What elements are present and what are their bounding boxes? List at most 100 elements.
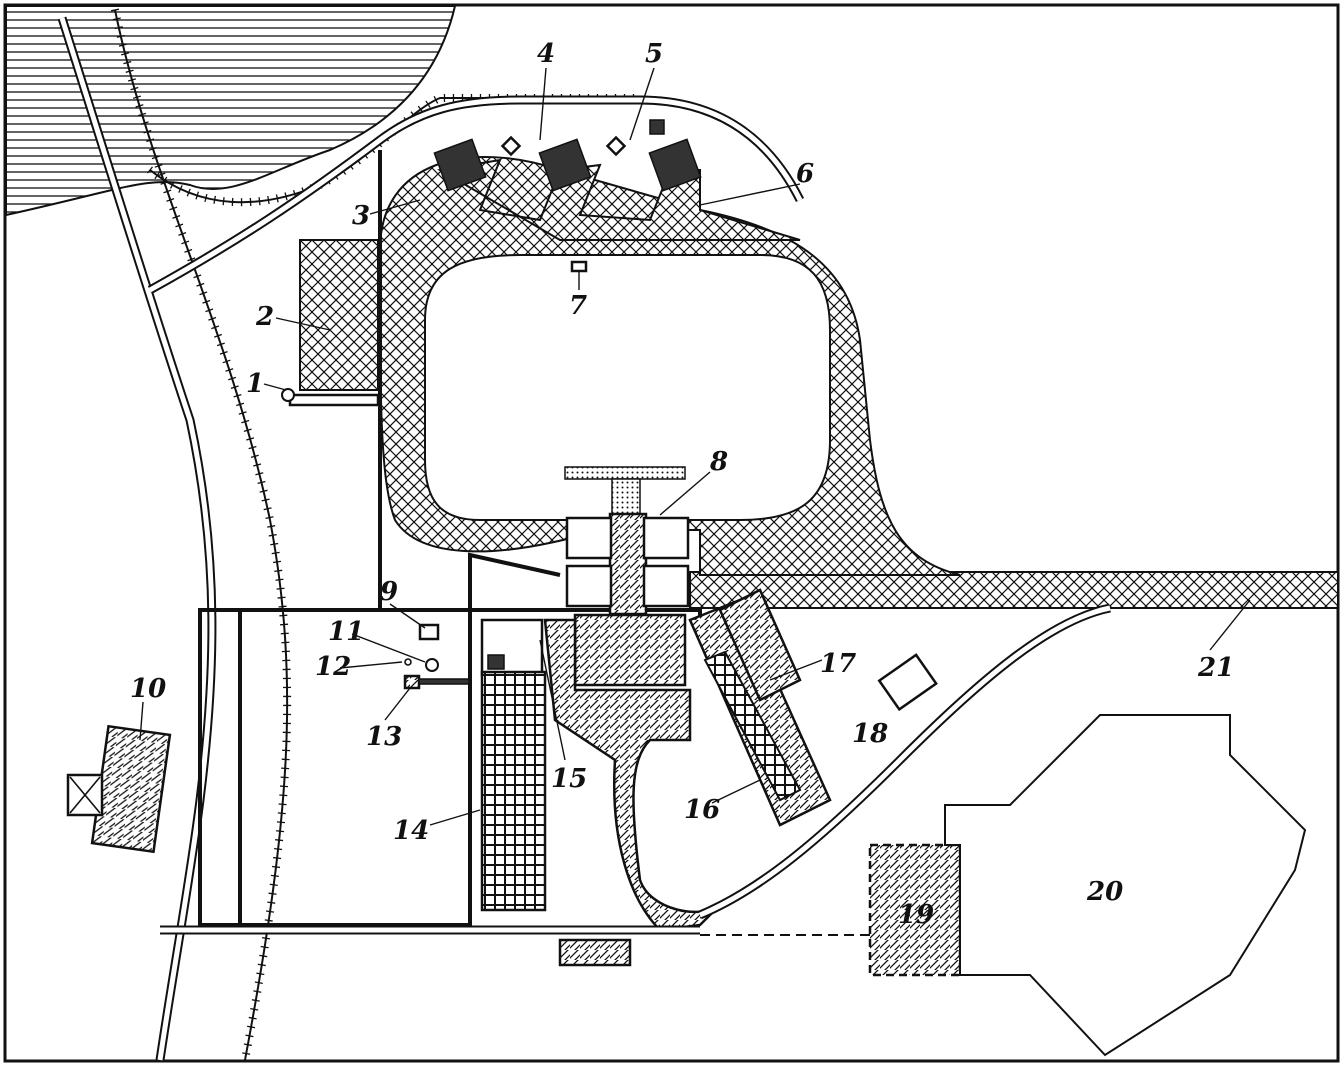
railway-tick (255, 472, 264, 476)
railway-tick (125, 69, 134, 73)
railway-tick (257, 963, 266, 967)
railway-tick (275, 194, 279, 203)
railway-tick (114, 26, 123, 30)
callout-16: 16 (684, 795, 720, 825)
railway-tick (181, 240, 190, 245)
marker-7 (570, 260, 588, 273)
railway-tick (146, 138, 155, 143)
marker-1 (281, 388, 295, 402)
railway-tick (157, 172, 166, 177)
railway-tick (175, 223, 184, 228)
railway-tick (163, 189, 172, 194)
railway-tick (273, 856, 282, 860)
railway-tick (274, 569, 283, 573)
terminal-gate-b (642, 516, 690, 560)
warehouse-14 (480, 670, 547, 912)
railway-tick (205, 308, 214, 313)
callout-17: 17 (820, 649, 856, 679)
railway-tick (263, 507, 272, 511)
railway-tick (211, 325, 220, 330)
railway-tick (123, 60, 132, 65)
railway-tick (228, 376, 237, 381)
callout-3: 3 (352, 201, 370, 231)
hangar-17 (718, 588, 802, 702)
railway-tick (248, 445, 257, 450)
railway-tick (256, 972, 265, 976)
railway-tick (242, 1052, 251, 1055)
terminal-forecourt (543, 618, 721, 932)
callout-13: 13 (366, 722, 402, 752)
railway-tick (250, 1007, 259, 1011)
callout-19: 19 (898, 900, 934, 930)
railway-tick (147, 166, 153, 174)
railway-tick (270, 542, 279, 546)
callout-20: 20 (1086, 877, 1123, 907)
terminal-gate-d (642, 564, 690, 608)
water-body (5, 5, 457, 217)
railway-tick (186, 188, 191, 197)
railway-tick (208, 316, 217, 321)
railway-tick (241, 419, 250, 424)
building-10-annex-x (69, 776, 101, 814)
railway-tick (154, 164, 163, 168)
railway-tick (195, 191, 200, 200)
railway-tick (202, 299, 211, 304)
terminal-gate-a (565, 516, 613, 560)
railway-tick (121, 52, 130, 56)
railway-tick (267, 525, 276, 528)
taxiway-loop (378, 156, 961, 576)
callout-5: 5 (645, 39, 663, 69)
railway-main (114, 9, 289, 1061)
railway-tick (267, 195, 270, 205)
railway-tick (245, 1034, 254, 1038)
railway-tick (279, 614, 288, 617)
railway-tick (284, 192, 288, 201)
railway-tick (264, 919, 273, 922)
railway-tick (253, 990, 262, 993)
railway-tick (253, 463, 262, 467)
railway-tick (260, 945, 269, 949)
terminal-pier (608, 512, 648, 616)
runway (689, 571, 1339, 609)
callout-7: 7 (569, 291, 587, 321)
railway-tick (243, 1043, 252, 1047)
railway-tick (276, 830, 285, 833)
railway-tick (160, 181, 169, 185)
railway-tick (127, 78, 137, 82)
railway-tick (251, 999, 260, 1002)
tank-12 (404, 658, 412, 666)
railway-tick (116, 34, 125, 38)
railway-tick (184, 248, 193, 253)
callout-10: 10 (130, 674, 166, 704)
terminal-apron-dotted (564, 466, 686, 480)
building-18 (877, 653, 938, 712)
railway-tick (204, 193, 208, 203)
railway-tick (238, 411, 247, 415)
railway-tick (199, 291, 208, 296)
railway-tick (250, 454, 259, 458)
railway-tick (135, 104, 144, 108)
railway-tick (265, 516, 274, 520)
railway-tick (154, 171, 161, 180)
callout-labels: 1 2 3 4 5 6 7 8 9 10 11 12 13 14 15 16 1… (130, 39, 1234, 930)
callout-8: 8 (709, 447, 728, 477)
railway-tick (280, 623, 289, 626)
callout-2: 2 (255, 302, 274, 332)
railway-tick (219, 351, 228, 355)
railway-tick (151, 155, 160, 160)
railway-tick (280, 632, 289, 635)
callout-6: 6 (796, 159, 814, 189)
railway-tick (280, 776, 289, 779)
railway-tick (275, 578, 284, 581)
railway-tick (132, 95, 141, 100)
railway-tick (178, 231, 187, 236)
access-road-left-inner (59, 17, 215, 1061)
area-19 (868, 843, 962, 977)
callout-9: 9 (380, 577, 398, 607)
hangar-16-inner (703, 650, 802, 802)
railway-tick (143, 129, 152, 134)
railway-tick (276, 587, 285, 590)
railway-tick (222, 359, 231, 364)
leader-lines (139, 67, 1251, 826)
